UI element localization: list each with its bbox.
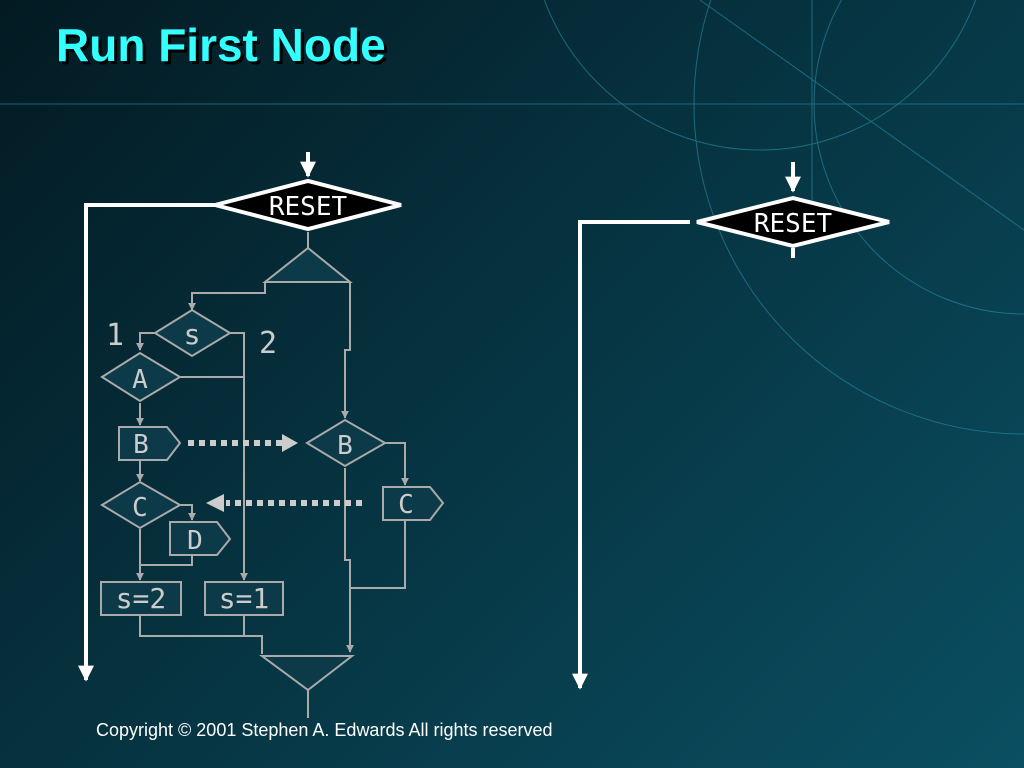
c-emit-node [382,486,445,521]
b-emit-node [118,426,182,461]
reset-label-left: RESET [269,192,348,222]
signal-arrow-head-right [282,434,298,452]
s-test-label: s [184,318,201,351]
reset-node-right [696,195,890,249]
branch-2-label: 2 [259,326,277,361]
fork-triangle [262,246,353,283]
slide-title: Run First Node [56,19,386,71]
s-test-node [153,308,232,358]
assign-s2-label: s=2 [116,582,167,615]
branch-1-label: 1 [106,318,124,353]
join-triangle [258,655,355,692]
reset-node-left [214,178,402,232]
assign-s2-node [100,581,182,616]
left-main-line [78,152,316,682]
right-main-line [572,162,801,690]
c-test-label: C [132,493,148,523]
c-test-node [100,480,183,530]
d-emit-node [169,521,232,556]
signal-arrows [188,440,362,506]
b-test-node [305,418,388,468]
reset-label-right: RESET [754,209,833,239]
signal-arrow-head-left [206,494,224,512]
d-emit-label: D [187,526,203,556]
copyright-notice: Copyright © 2001 Stephen A. Edwards All … [96,720,553,740]
b-test-label: B [337,431,353,461]
left-connectors [136,232,409,718]
c-emit-label: C [398,490,414,520]
background-decoration [0,0,1024,435]
b-emit-label: B [133,430,149,460]
a-test-label: A [132,365,148,395]
a-test-node [100,351,182,403]
assign-s1-label: s=1 [219,582,270,615]
assign-s1-node [204,581,284,616]
